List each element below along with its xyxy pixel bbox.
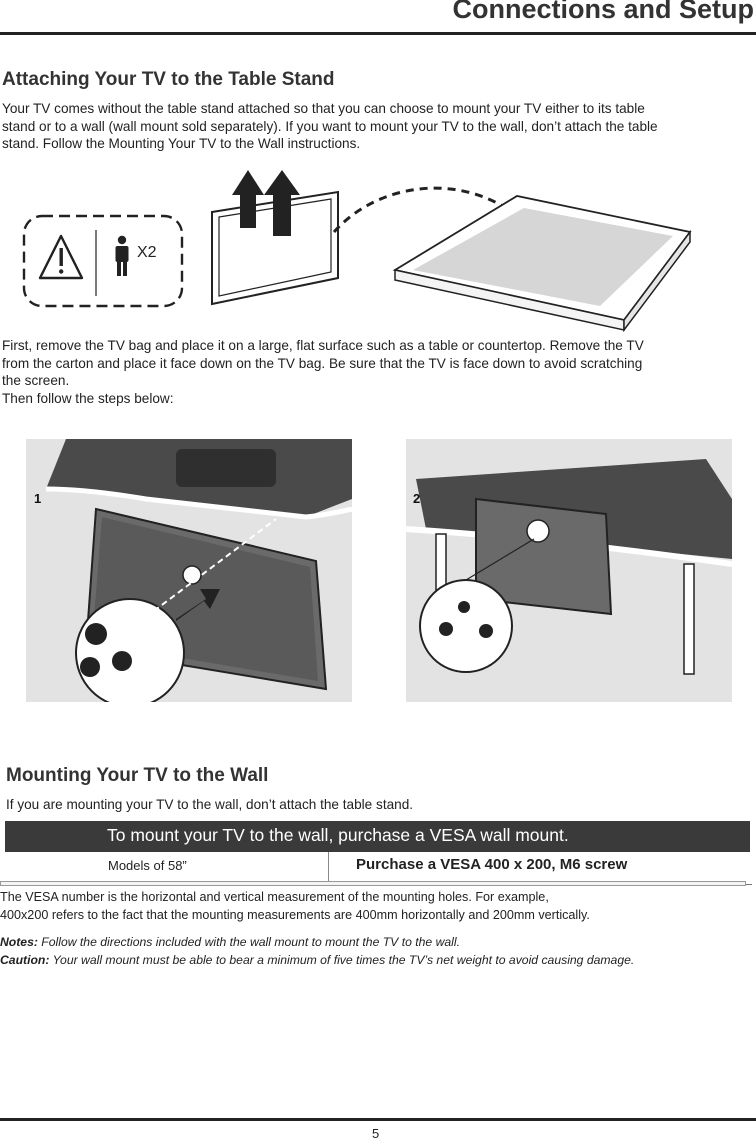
step-2-number: 2	[413, 491, 421, 506]
intro-paragraph: Your TV comes without the table stand at…	[2, 100, 752, 153]
instructions-line: Then follow the steps below:	[2, 390, 174, 406]
intro-line: stand. Follow the Mounting Your TV to th…	[2, 136, 361, 151]
intro-line: Your TV comes without the table stand at…	[2, 101, 645, 116]
page-header-title: Connections and Setup	[452, 0, 754, 24]
header-rule	[0, 32, 756, 35]
wall-mount-intro: If you are mounting your TV to the wall,…	[6, 797, 414, 812]
table-bottom-border	[0, 881, 746, 886]
caution-label: Caution:	[0, 953, 50, 967]
vesa-model-cell: Models of 58”	[108, 858, 187, 873]
instructions-line: the screen.	[2, 373, 70, 388]
intro-line: stand or to a wall (wall mount sold sepa…	[2, 118, 658, 134]
instructions-line: from the carton and place it face down o…	[2, 355, 643, 371]
instructions-paragraph: First, remove the TV bag and place it on…	[2, 337, 752, 407]
two-person-lift-warning	[22, 214, 184, 308]
table-divider	[328, 852, 329, 883]
step-1-number: 1	[34, 491, 42, 506]
warning-icon	[38, 234, 84, 280]
step-1-panel	[26, 439, 352, 702]
notes-line: Notes: Follow the directions included wi…	[0, 935, 460, 949]
vesa-purchase-cell: Purchase a VESA 400 x 200, M6 screw	[356, 856, 628, 873]
tv-lift-figure	[211, 170, 339, 306]
notes-label: Notes:	[0, 935, 38, 949]
footer-rule	[0, 1118, 756, 1121]
vesa-explanation-line: The VESA number is the horizontal and ve…	[0, 890, 549, 904]
section-heading-table-stand: Attaching Your TV to the Table Stand	[2, 69, 335, 90]
stand-installed-illustration	[406, 439, 732, 702]
step-2-panel	[406, 439, 732, 702]
unpacking-illustration	[22, 170, 692, 333]
vesa-table-header: To mount your TV to the wall, purchase a…	[5, 821, 750, 852]
page-number: 5	[372, 1126, 380, 1141]
section-heading-wall-mount: Mounting Your TV to the Wall	[6, 765, 269, 786]
lift-arrow-icon	[232, 170, 300, 236]
people-count-label: X2	[137, 244, 157, 261]
instructions-line: First, remove the TV bag and place it on…	[2, 338, 644, 353]
caution-line: Caution: Your wall mount must be able to…	[0, 953, 634, 967]
vesa-explanation-line: 400x200 refers to the fact that the moun…	[0, 908, 590, 922]
notes-text: Follow the directions included with the …	[37, 935, 460, 949]
stand-attach-illustration	[26, 439, 352, 702]
tv-on-table-figure	[392, 195, 692, 333]
person-icon	[115, 235, 129, 276]
caution-text: Your wall mount must be able to bear a m…	[49, 953, 635, 967]
